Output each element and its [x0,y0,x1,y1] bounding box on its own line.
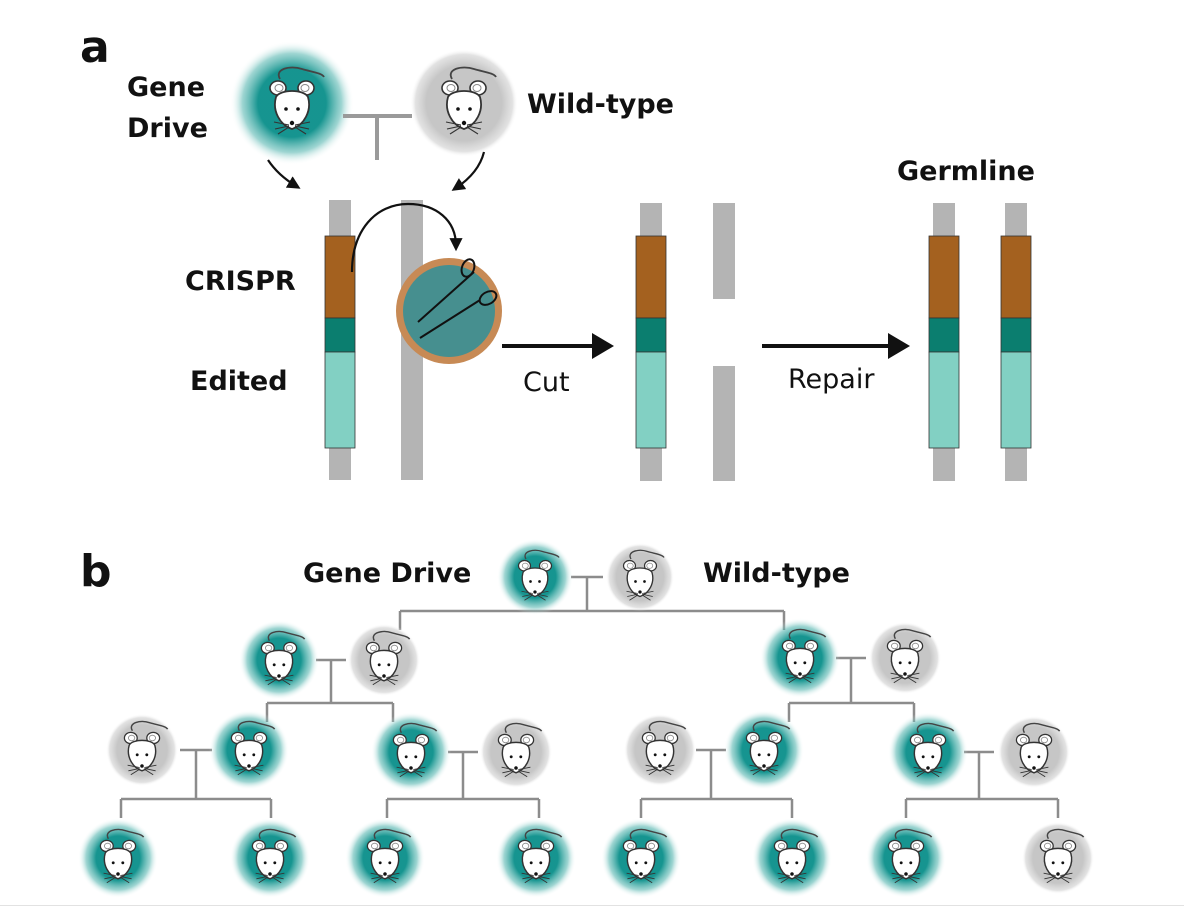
nuclease-complex [396,258,502,364]
tree-mouse-gen2-1 [106,714,178,786]
tree-mouse-gen3-3 [345,818,425,898]
tree-mouse-gen3-8 [1022,822,1094,894]
tree-mouse-gen3-4 [496,818,576,898]
tree-mouse-gen0-wild-type [606,543,674,611]
crispr-to-nuclease-arrow [350,202,463,273]
cut-arrowhead [592,333,614,359]
tree-mouse-gen2-4 [480,716,552,788]
tree-mouse-gen2-7 [888,712,968,792]
repair-label: Repair [788,364,875,395]
pedigree-lines [119,575,1060,818]
tree-wild-type-label: Wild-type [703,558,850,589]
gene-drive-label-line1: Gene [127,72,205,103]
parent-wild-type-mouse [410,49,518,157]
arrow-wild-type-down [451,151,486,191]
tree-mouse-gen3-6 [752,818,832,898]
tree-mouse-gen3-5 [601,818,681,898]
wild-type-label: Wild-type [527,89,674,120]
tree-mouse-gen1-wt-1 [348,624,420,696]
germline-label: Germline [897,156,1035,187]
chromosome-cut-wild-type [713,203,735,481]
parent-gene-drive-mouse [230,41,354,165]
repair-arrowhead [888,333,910,359]
arrow-gene-drive-down [267,159,301,189]
tree-mouse-gen2-6 [724,710,804,790]
panel-a-letter: a [80,22,110,73]
chromosome-germline-1 [928,203,960,481]
tree-mouse-gen2-5 [624,714,696,786]
chromosome-gene-drive [324,200,356,480]
tree-mouse-gen3-1 [78,818,158,898]
tree-gene-drive-label: Gene Drive [303,558,471,589]
tree-mouse-gen2-2 [209,710,289,790]
chromosome-cut-gene-drive [635,203,667,481]
tree-mouse-gen2-3 [371,712,451,792]
gene-drive-label-line2: Drive [127,113,208,144]
chromosome-germline-2 [1000,203,1032,481]
bottom-divider [0,905,1184,906]
tree-mouse-gen2-8 [998,716,1070,788]
cross-connector [343,114,412,160]
scissors-icon [417,258,498,339]
tree-mouse-gen3-2 [230,818,310,898]
tree-mouse-gen1-gd-1 [239,620,319,700]
tree-mouse-gen3-7 [866,818,946,898]
panel-b-letter: b [80,546,112,597]
tree-mouse-gen1-wt-2 [869,622,941,694]
tree-mouse-gen1-gd-2 [760,618,840,698]
crispr-label: CRISPR [185,266,296,297]
edited-label: Edited [190,366,288,397]
tree-mouse-gen0-gene-drive [497,539,573,615]
cut-label: Cut [523,367,570,398]
